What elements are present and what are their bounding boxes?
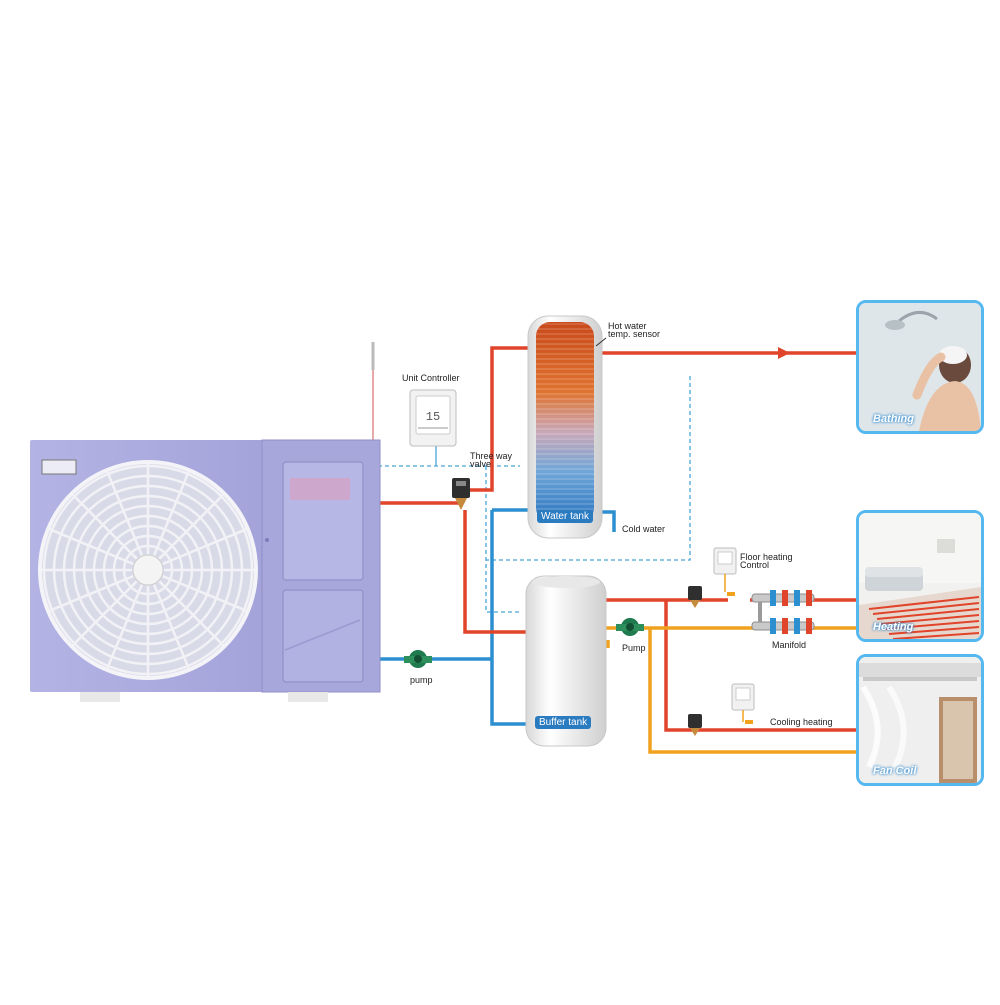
three-way-valve-label-1: Three way <box>470 451 513 461</box>
water-tank-label: Water tank <box>537 510 593 523</box>
cooling-heating-label: Cooling heating <box>770 717 833 727</box>
control-wiring <box>378 376 691 613</box>
return-pipes <box>604 626 862 754</box>
three-way-valve-label-2: valve <box>470 459 492 469</box>
to-buffer-pipe <box>463 510 530 634</box>
cold-pipes <box>378 508 616 726</box>
bathing-photo[interactable]: Bathing <box>856 300 984 434</box>
heat-pump-unit[interactable] <box>30 342 381 702</box>
fan-coil-return <box>648 628 862 754</box>
floor-valve-icon[interactable] <box>688 586 702 608</box>
buffer-tank-label: Buffer tank <box>535 716 592 729</box>
floor-heating-control-label-2: Control <box>740 560 770 570</box>
unit-controller-label: Unit Controller <box>402 373 460 383</box>
fan-coil-supply <box>664 600 862 732</box>
heating-illustration <box>859 513 981 639</box>
floor-thermostat-icon[interactable] <box>713 547 737 596</box>
buffer-blue-pipe <box>490 510 530 726</box>
cold-water-inlet <box>598 510 616 532</box>
water-tank[interactable] <box>527 315 607 539</box>
heating-photo[interactable]: Heating <box>856 510 984 642</box>
buffer-wire <box>485 466 520 613</box>
pump-icon[interactable] <box>404 650 432 668</box>
hot-pipes <box>378 346 862 732</box>
sensor-wire <box>486 376 691 561</box>
cold-water-label: Cold water <box>622 524 666 534</box>
fan-coil-valve-icon[interactable] <box>688 714 702 736</box>
fan-grille-icon <box>38 460 258 680</box>
hot-water-sensor-label-1: Hot water <box>608 321 647 331</box>
bathing-illustration <box>859 303 981 431</box>
to-water-tank-pipe <box>470 346 530 492</box>
hot-water-sensor-label-2: temp. sensor <box>608 329 661 339</box>
bathing-label: Bathing <box>873 413 914 425</box>
manifold-icon[interactable] <box>751 590 815 634</box>
fan-coil-illustration <box>859 657 981 783</box>
valve-icon[interactable] <box>452 478 470 510</box>
manifold-label: Manifold <box>772 640 807 650</box>
controller-icon[interactable]: 15 <box>409 389 457 447</box>
buffer-tank[interactable] <box>525 575 607 747</box>
svg-text:15: 15 <box>426 410 440 424</box>
pump-left-label: pump <box>410 675 433 685</box>
fan-coil-label: Fan Coil <box>873 765 917 777</box>
fan-coil-thermostat-icon[interactable] <box>731 683 755 724</box>
flow-arrow-icon <box>778 347 790 359</box>
pump-right-label: Pump <box>622 643 646 653</box>
fan-coil-photo[interactable]: Fan Coil <box>856 654 984 786</box>
floor-heating-control-label-1: Floor heating <box>740 552 793 562</box>
pump-icon-right[interactable] <box>616 618 644 636</box>
heating-label: Heating <box>873 621 914 633</box>
